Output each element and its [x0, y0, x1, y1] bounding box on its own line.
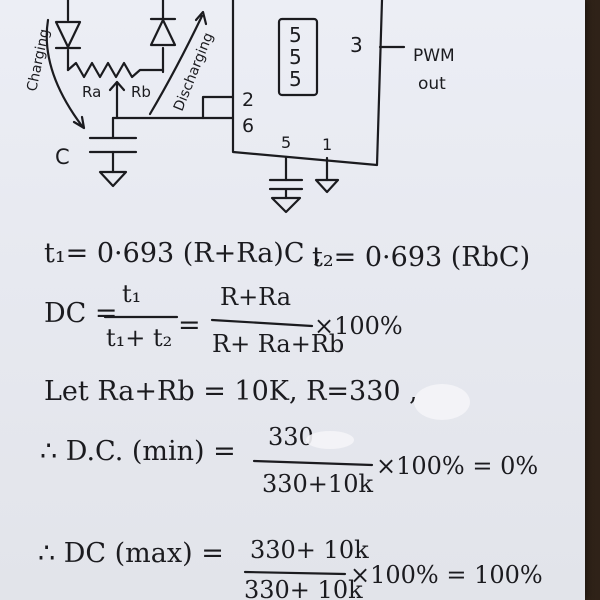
pin-6-label: 6	[242, 115, 254, 137]
notebook-page: 5 5 5 3 PWM out 2 6 5 1	[0, 0, 585, 600]
dc-min-denominator: 330+10k	[262, 470, 373, 498]
handwritten-notes: 5 5 5 3 PWM out 2 6 5 1	[24, 0, 543, 600]
dc-frac2-denominator: R+ Ra+Rb	[212, 330, 344, 358]
dc-min-lhs: ∴ D.C. (min) =	[40, 436, 236, 467]
equations: t₁= 0·693 (R+Ra)C , t₂= 0·693 (RbC) DC =…	[38, 238, 543, 600]
pin-5-capacitor	[268, 178, 304, 200]
dc-frac1-numerator: t₁	[122, 280, 141, 308]
chip-digit-3: 5	[289, 67, 302, 91]
let-line: Let Ra+Rb = 10K, R=330 ,	[44, 376, 418, 407]
pwm-label: PWM	[413, 46, 455, 66]
dc-min-result: ×100% = 0%	[376, 452, 538, 480]
dc-frac2-bar	[210, 318, 314, 328]
dc-max-numerator: 330+ 10k	[250, 536, 369, 564]
dc-min-bar	[252, 459, 374, 467]
dc-max-lhs: ∴ DC (max) =	[38, 538, 224, 569]
discharging-arrow-icon	[148, 10, 208, 116]
circuit-diagram: 5 5 5 3 PWM out 2 6 5 1	[24, 0, 455, 214]
dc-frac2-numerator: R+Ra	[220, 283, 291, 311]
rb-label: Rb	[131, 83, 151, 101]
diode-right-icon	[149, 17, 177, 47]
chip-digit-2: 5	[289, 45, 302, 69]
dc-frac1-denominator: t₁+ t₂	[106, 324, 172, 352]
pin-2-label: 2	[242, 89, 254, 111]
paper-smudge-2	[306, 431, 354, 449]
timing-t1-equation: t₁= 0·693 (R+Ra)C ,	[44, 238, 322, 269]
chip-body	[231, 0, 384, 167]
chip-label-box	[277, 17, 319, 97]
pin-3-label: 3	[350, 33, 363, 57]
timing-t2-equation: t₂= 0·693 (RbC)	[312, 242, 530, 273]
out-label: out	[418, 74, 446, 94]
timing-capacitor-icon	[88, 136, 138, 154]
charging-arrow-icon	[45, 18, 86, 130]
pin-1-label: 1	[322, 135, 332, 154]
timing-cap-ground-icon	[98, 170, 128, 188]
ra-label: Ra	[82, 83, 101, 101]
pin-5-label: 5	[281, 133, 291, 152]
dc-lhs: DC =	[44, 298, 118, 329]
dc-max-denominator: 330+ 10k	[244, 576, 363, 600]
pin-5-ground-icon	[270, 196, 302, 214]
paper-smudge	[414, 384, 470, 420]
dc-min-numerator: 330	[268, 423, 314, 451]
diode-left-icon	[54, 20, 82, 50]
dc-max-bar	[243, 570, 347, 576]
chip-digit-1: 5	[289, 23, 302, 47]
capacitor-label: C	[55, 145, 70, 169]
potentiometer-icon	[66, 61, 165, 79]
dc-times: ×100%	[314, 312, 403, 340]
dc-max-result: ×100% = 100%	[350, 561, 543, 589]
potentiometer-wiper	[108, 80, 126, 120]
discharging-label: Discharging	[171, 30, 217, 113]
dc-equals: =	[178, 310, 201, 341]
pin-1-ground-icon	[314, 178, 340, 194]
pin-2-6-tie	[201, 95, 235, 120]
